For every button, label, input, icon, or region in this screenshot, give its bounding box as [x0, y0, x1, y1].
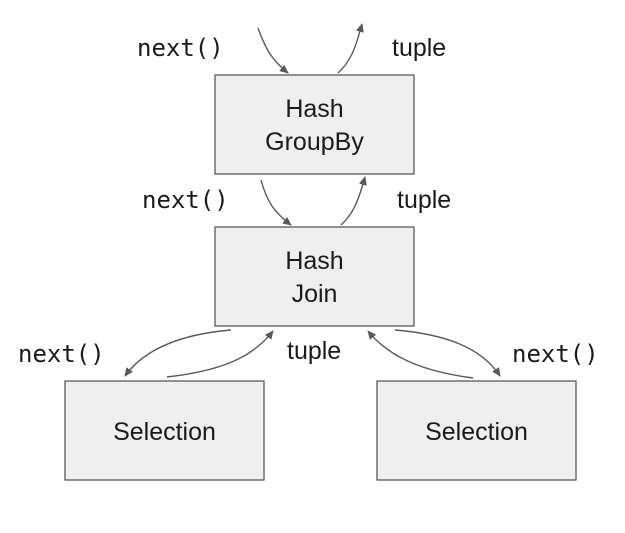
top-next-call-label: next()	[137, 34, 224, 62]
top-tuple-return-label: tuple	[392, 34, 446, 62]
top-tuple-arrow	[337, 23, 364, 74]
hash-groupby-node: Hash GroupBy	[214, 74, 415, 175]
hash-groupby-label-line1: Hash	[285, 95, 343, 123]
top-next-arrow	[257, 27, 289, 74]
join-right-next-arrow	[394, 329, 501, 377]
selection-right-label: Selection	[425, 418, 528, 446]
join-left-tuple-arrow	[166, 330, 274, 378]
join-left-tuple-return-label: tuple	[287, 337, 341, 365]
join-right-next-call-label: next()	[512, 340, 599, 368]
hash-join-label-line2: Join	[292, 280, 338, 308]
groupby-join-tuple-return-label: tuple	[397, 186, 451, 214]
selection-left-node: Selection	[64, 380, 265, 481]
hash-join-box	[214, 226, 415, 327]
selection-right-node: Selection	[376, 380, 577, 481]
selection-left-box	[64, 380, 265, 481]
join-left-next-call-label: next()	[18, 340, 105, 368]
join-left-next-arrow	[124, 329, 232, 377]
hash-groupby-box	[214, 74, 415, 175]
groupby-join-next-call-label: next()	[142, 186, 229, 214]
join-right-tuple-arrow	[367, 330, 474, 379]
hash-join-label-line1: Hash	[285, 247, 343, 275]
groupby-join-tuple-arrow	[340, 176, 367, 226]
hash-join-node: Hash Join	[214, 226, 415, 327]
groupby-join-next-arrow	[260, 179, 292, 226]
selection-right-box	[376, 380, 577, 481]
selection-left-label: Selection	[113, 418, 216, 446]
hash-groupby-label-line2: GroupBy	[265, 128, 364, 156]
